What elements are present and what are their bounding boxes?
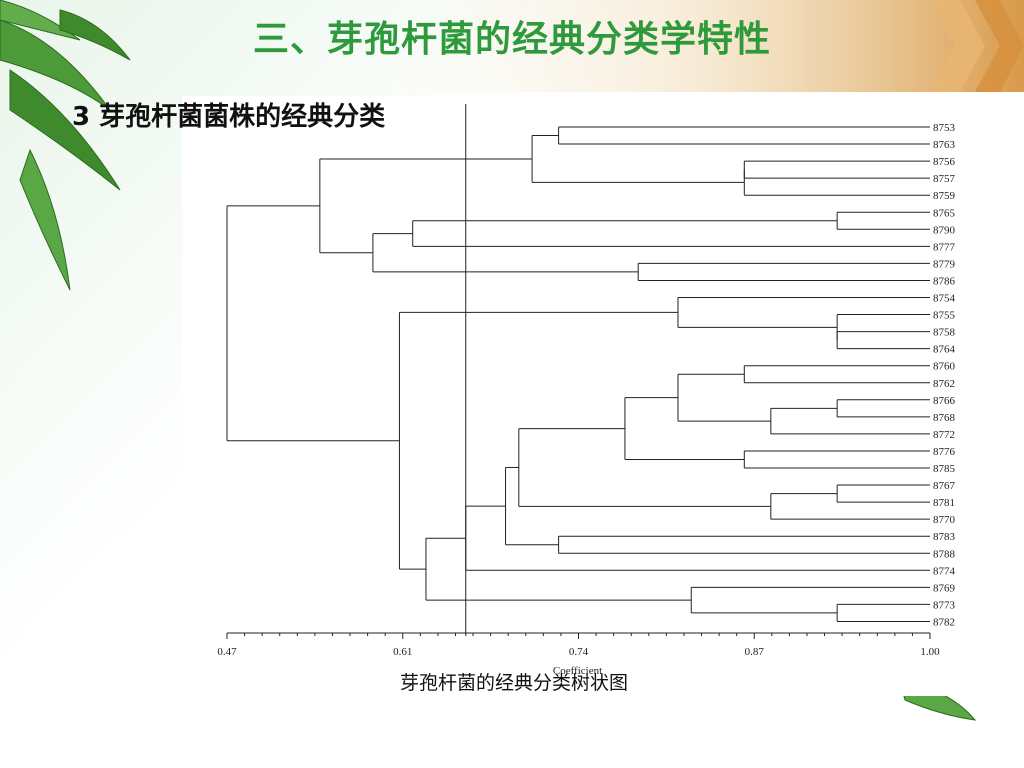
chart-panel xyxy=(182,96,990,696)
ribbon-chevron-2 xyxy=(975,0,1024,92)
x-tick-label-0.87: 0.87 xyxy=(745,646,765,658)
leaf-label-8781: 8781 xyxy=(933,497,955,509)
leaf-label-8758: 8758 xyxy=(933,327,956,339)
leaf-label-8779: 8779 xyxy=(933,258,956,270)
leaf-label-8768: 8768 xyxy=(933,412,956,424)
leaf-label-8776: 8776 xyxy=(933,446,956,458)
leaf-label-8763: 8763 xyxy=(933,139,956,151)
leaf-label-8767: 8767 xyxy=(933,480,956,492)
ribbon-chevron-1 xyxy=(930,0,985,92)
x-axis-title: Coefficient xyxy=(553,665,602,677)
leaf-label-8759: 8759 xyxy=(933,190,956,202)
leaf-label-8783: 8783 xyxy=(933,531,956,543)
dendrogram-chart: 8753 8763 8756 8757 8759 8765 8790 8777 8779 8786… xyxy=(217,104,956,677)
leaf-label-8772: 8772 xyxy=(933,429,955,441)
x-tick-label-0.61: 0.61 xyxy=(393,646,412,658)
leaf-label-8790: 8790 xyxy=(933,224,956,236)
leaf-label-8757: 8757 xyxy=(933,173,956,185)
leaf-label-8788: 8788 xyxy=(933,548,956,560)
x-tick-label-1.00: 1.00 xyxy=(920,646,940,658)
leaf-label-8786: 8786 xyxy=(933,275,956,287)
section-subtitle: 3 芽孢杆菌菌株的经典分类 xyxy=(72,102,386,132)
leaf-label-8766: 8766 xyxy=(933,395,956,407)
leaf-label-8755: 8755 xyxy=(933,310,956,322)
leaf-label-8760: 8760 xyxy=(933,361,956,373)
top-ribbon xyxy=(320,0,1024,92)
leaf-label-8782: 8782 xyxy=(933,616,955,628)
leaf-label-8773: 8773 xyxy=(933,599,956,611)
leaf-label-8762: 8762 xyxy=(933,378,955,390)
leaf-label-8753: 8753 xyxy=(933,122,956,134)
leaf-label-8785: 8785 xyxy=(933,463,956,475)
x-tick-label-0.47: 0.47 xyxy=(217,646,237,658)
fern-leaves-decoration xyxy=(0,0,977,721)
leaf-label-8764: 8764 xyxy=(933,344,956,356)
leaf-label-8769: 8769 xyxy=(933,582,956,594)
chart-caption: 芽孢杆菌的经典分类树状图 xyxy=(400,672,629,694)
slide-title: 三、芽孢杆菌的经典分类学特性 xyxy=(252,19,771,60)
leaf-label-8770: 8770 xyxy=(933,514,956,526)
leaf-label-8777: 8777 xyxy=(933,241,956,253)
x-tick-label-0.74: 0.74 xyxy=(569,646,589,658)
leaf-label-8754: 8754 xyxy=(933,293,956,305)
leaf-label-8756: 8756 xyxy=(933,156,956,168)
leaf-label-8765: 8765 xyxy=(933,207,956,219)
leaf-label-8774: 8774 xyxy=(933,565,956,577)
